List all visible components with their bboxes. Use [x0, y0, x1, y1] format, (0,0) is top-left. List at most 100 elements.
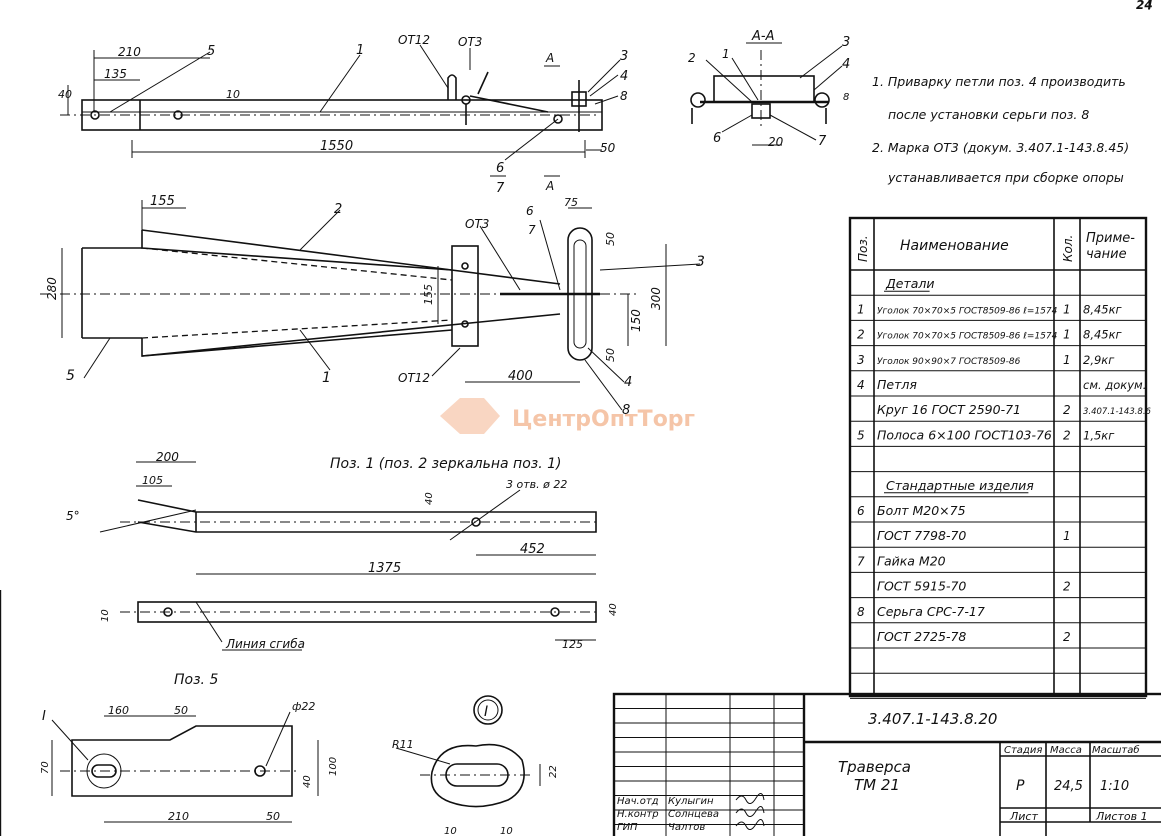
note-1-line-1: 1. Приварку петли поз. 4 производить [872, 74, 1126, 89]
ot3-rod [469, 95, 549, 113]
pos1-dim-40b: 40 [608, 603, 619, 616]
dim-210: 210 [118, 45, 141, 59]
spec-cell-name: Петля [877, 377, 917, 392]
spec-cell-name: Гайка М20 [877, 553, 946, 568]
plan-label-6: 6 [526, 204, 534, 218]
ot12-plate [451, 245, 479, 347]
detail-I-title: I [484, 704, 488, 720]
plan-leader-3 [599, 263, 701, 271]
tb-grid-left [614, 694, 804, 836]
section-leader-1 [731, 57, 759, 101]
spec-cell-name: Детали [885, 276, 935, 291]
spec-cell-name: Болт М20×75 [877, 503, 966, 518]
note-2-line-2: устанавливается при сборке опоры [887, 170, 1124, 185]
leader-1 [319, 54, 361, 113]
pos1-leader-holes [449, 489, 521, 541]
spec-header-name: Наименование [900, 238, 1009, 254]
detail-I-leader-r11 [395, 747, 451, 765]
spec-cell-name: ГОСТ 7798-70 [877, 528, 966, 543]
pos5-dim-40: 40 [302, 775, 313, 788]
spec-cell-qty: 1 [1063, 302, 1071, 316]
pos5-title: Поз. 5 [174, 672, 218, 688]
spec-cell-note: 2,9кг [1083, 353, 1115, 367]
tb-person: Солнцева [668, 809, 719, 820]
section-leader-3 [799, 45, 843, 79]
spec-table-frame [848, 216, 1148, 698]
tb-name-line-2: ТМ 21 [854, 776, 900, 794]
label-ot12: ОТ12 [398, 33, 430, 47]
plan-dim-280: 280 [45, 277, 59, 300]
plan-dim-300: 300 [649, 287, 663, 310]
plan-hidden-lines [141, 247, 453, 339]
section-label-3: 3 [842, 35, 850, 50]
section-leader-4 [813, 65, 843, 91]
plan-label-ot3: ОТ3 [465, 217, 489, 231]
plan-label-3: 3 [696, 254, 705, 270]
section-a-a-title: А-А [751, 29, 774, 44]
spec-cell-qty: 2 [1063, 580, 1071, 594]
leader-4 [589, 74, 619, 97]
plan-label-8: 8 [622, 403, 630, 418]
pos5-plate [71, 725, 293, 797]
tb-person: Кулыгин [668, 796, 714, 807]
spec-cell-pos: 3 [857, 353, 865, 367]
pos5-dim-70: 70 [40, 761, 51, 774]
section-label-6: 6 [713, 131, 721, 146]
section-loop-legs [691, 108, 827, 124]
spec-cell-qty: 1 [1063, 353, 1071, 367]
note-1-line-2: после установки серьги поз. 8 [888, 107, 1089, 122]
note-2-line-1: 2. Марка ОТ3 (докум. 3.407.1-143.8.45) [872, 140, 1129, 155]
dim-1550: 1550 [320, 139, 353, 154]
watermark-logo [440, 398, 500, 434]
pos1-dim-452: 452 [520, 542, 545, 557]
pos1-dim-105: 105 [142, 474, 163, 487]
plan-dim-50b: 50 [604, 348, 617, 362]
detail-I-dim-22: 22 [548, 765, 559, 778]
pos-label-8: 8 [620, 89, 628, 103]
ot12-hole-bottom [461, 320, 469, 328]
detail-I-outline [430, 743, 525, 808]
tb-role: Н.контр [617, 809, 659, 820]
tb-person: Чалтов [668, 822, 705, 833]
pos1-dim-200: 200 [156, 450, 179, 464]
plan-dim-155b: 155 [422, 284, 435, 305]
spec-cell-name: Круг 16 ГОСТ 2590-71 [877, 402, 1021, 417]
tb-mass-label: Масса [1050, 745, 1082, 756]
tb-stage: Р [1016, 778, 1025, 794]
spec-header-pos: Поз. [856, 235, 870, 262]
plan-dim-150: 150 [629, 309, 643, 332]
plan-angle-outer [141, 229, 561, 357]
spec-header-note-2: чание [1086, 247, 1127, 262]
pos5-dim-100: 100 [328, 757, 339, 776]
pos1-view: Поз. 1 (поз. 2 зеркальна поз. 1) 200 105… [66, 450, 619, 651]
tb-doc-code: 3.407.1-143.8.20 [868, 710, 997, 728]
section-mark-a-bottom: А [545, 179, 554, 193]
plan-leader-5 [83, 337, 111, 379]
pos-label-1: 1 [356, 43, 364, 58]
spec-cell-note: см. докум. [1083, 378, 1146, 392]
pos-label-4: 4 [620, 69, 628, 84]
leader-ot12 [419, 44, 449, 89]
section-label-2: 2 [688, 51, 696, 65]
spec-cell-qty: 2 [1063, 630, 1071, 644]
pos5-leader-phi22 [265, 711, 291, 767]
main-hole-left [90, 110, 100, 120]
section-angle-3 [713, 75, 815, 103]
leader-5 [109, 51, 211, 113]
tb-signature [735, 793, 765, 804]
leader-8 [594, 95, 619, 105]
section-leader-7 [769, 114, 817, 141]
pos-label-6: 6 [496, 161, 504, 176]
spec-cell-name: Полоса 6×100 ГОСТ103-76 [877, 427, 1052, 442]
spec-cell-qty: 2 [1063, 428, 1071, 442]
pos5-dim-160: 160 [108, 704, 129, 717]
plan-leader-4 [587, 347, 625, 383]
section-a-a-view: А-А 2 1 3 4 8 6 7 20 [688, 29, 850, 149]
pos1-dim-40: 40 [424, 492, 435, 505]
pos5-dim-50: 50 [174, 704, 188, 717]
leader-6 [504, 118, 559, 161]
page-number: 24 [1136, 0, 1153, 12]
detail-I-dim-10a: 10 [444, 826, 457, 836]
